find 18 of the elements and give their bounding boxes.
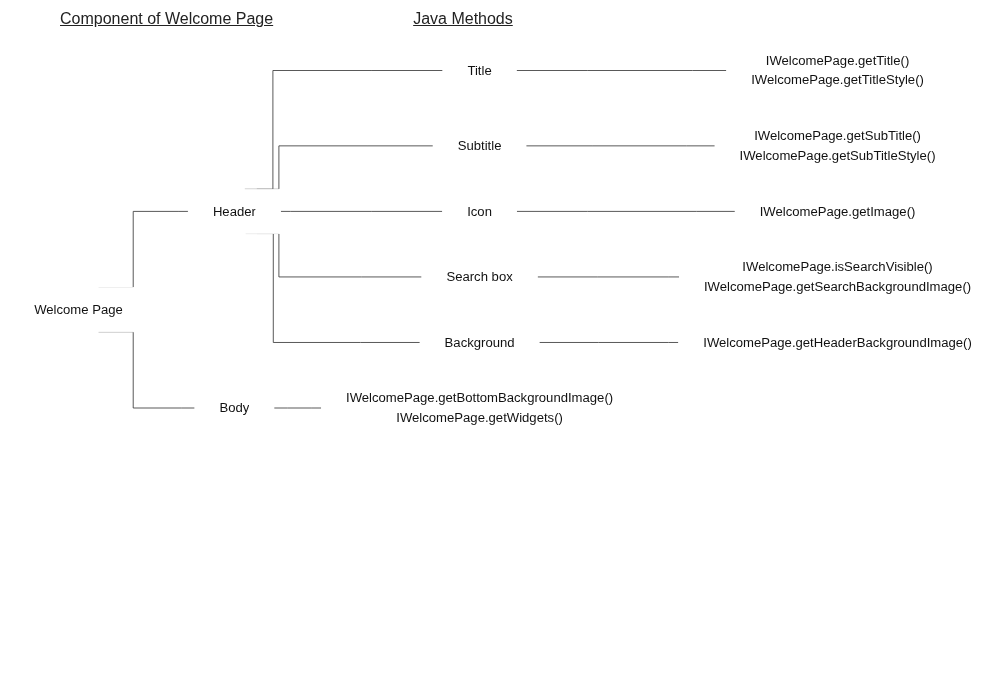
connector [515, 70, 728, 71]
node-text: IWelcomePage.getSubTitle() IWelcomePage.getSubTitleStyle() [739, 128, 936, 163]
node-text: Subtitle [457, 138, 502, 153]
column-heading: Component of Welcome Page [60, 10, 274, 28]
node-text: IWelcomePage.getHeaderBackgroundImage() [703, 335, 972, 350]
node-text: Search box [446, 269, 513, 284]
connector [538, 342, 680, 343]
node-text: Title [467, 63, 492, 78]
connector [280, 211, 443, 212]
node-text: Background [444, 335, 515, 350]
node-text: IWelcomePage.isSearchVisible() IWelcomePage.getSearchBackgroundImage() [703, 259, 972, 294]
node-text: IWelcomePage.getBottomBackgroundImage() IWelcomePage.getWidgets() [346, 390, 614, 425]
node-text: Icon [467, 204, 492, 218]
node-text: IWelcomePage.getTitle() IWelcomePage.getTitleStyle() [751, 53, 924, 87]
column-heading: Java Methods [413, 10, 513, 28]
node-text: IWelcomePage.getImage() [759, 204, 916, 218]
connector [516, 211, 736, 212]
node-text: Body [219, 400, 250, 415]
